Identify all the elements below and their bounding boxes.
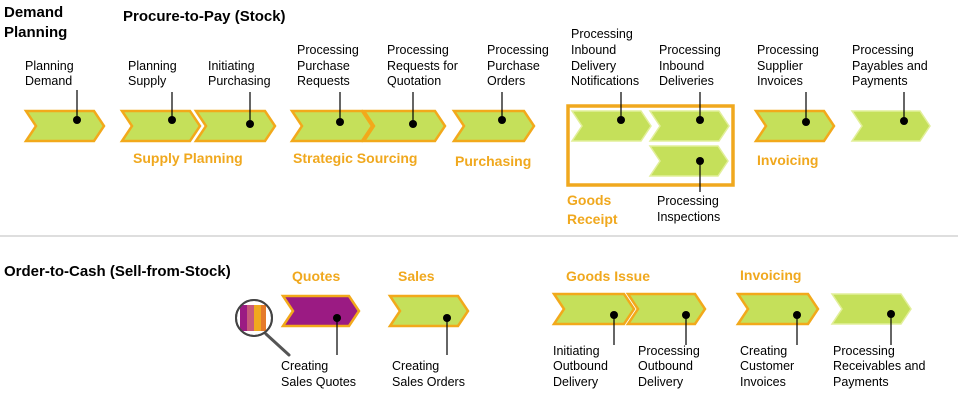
dot-sales-orders [443,314,451,322]
dot-customer-invoices [793,311,801,319]
group-strategic-sourcing: Strategic Sourcing [293,150,417,166]
chevron-processing-rfq[interactable] [361,109,447,143]
group-goods-receipt: Goods Receipt [567,192,618,227]
dot-sales-quotes [333,314,341,322]
procure-to-pay-title: Procure-to-Pay (Stock) [123,8,286,25]
label-inbound-deliveries: Processing Inbound Deliveries [659,43,724,88]
dot-inbound-deliveries [696,116,704,124]
chevron-inbound-delivery-notifications[interactable] [570,110,652,142]
dot-rfq [409,120,417,128]
chevron-inbound-deliveries[interactable] [648,110,730,142]
dot-supplier-invoices [802,118,810,126]
label-processing-outbound-delivery: Processing Outbound Delivery [638,344,703,389]
dot-initiating-outbound [610,311,618,319]
group-quotes: Quotes [292,268,340,284]
demand-planning-title: Demand Planning [4,4,67,41]
chevron-processing-purchase-requests[interactable] [289,109,374,143]
chevron-processing-receivables[interactable] [830,293,912,325]
label-inbound-delivery-notifications: Processing Inbound Delivery Notification… [571,27,639,88]
group-goods-issue: Goods Issue [566,268,650,284]
group-supply-planning: Supply Planning [133,150,243,166]
dot-payables [900,117,908,125]
dot-inspections [696,157,704,165]
chevron-planning-supply[interactable] [119,109,202,143]
dot-purchase-requests [336,118,344,126]
dot-planning-demand [73,116,81,124]
chevron-processing-supplier-invoices[interactable] [753,109,836,143]
label-creating-sales-orders: Creating Sales Orders [392,359,465,389]
label-planning-supply: Planning Supply [128,59,180,88]
label-planning-demand: Planning Demand [25,59,77,88]
chevron-initiating-outbound-delivery[interactable] [551,292,636,326]
label-processing-receivables: Processing Receivables and Payments [833,344,929,389]
label-initiating-purchasing: Initiating Purchasing [208,59,271,88]
dot-initiating-purchasing [246,120,254,128]
group-purchasing: Purchasing [455,153,531,169]
group-invoicing-o2c: Invoicing [740,267,801,283]
label-inspections: Processing Inspections [657,194,722,224]
label-supplier-invoices: Processing Supplier Invoices [757,43,822,88]
order-to-cash-title: Order-to-Cash (Sell-from-Stock) [4,263,231,280]
goods-receipt-box [566,104,735,187]
magnifier-icon [235,299,291,357]
label-creating-sales-quotes: Creating Sales Quotes [281,359,356,389]
chevron-processing-inspections[interactable] [648,145,729,177]
chevron-creating-sales-orders[interactable] [387,294,470,328]
dot-receivables [887,310,895,318]
chevron-planning-demand[interactable] [23,109,106,143]
dot-processing-outbound [682,311,690,319]
dot-purchase-orders [498,116,506,124]
dot-inbound-notifications [617,116,625,124]
label-processing-purchase-orders: Processing Purchase Orders [487,43,552,88]
chevron-processing-payables[interactable] [850,110,931,142]
chevron-initiating-purchasing[interactable] [193,109,277,143]
group-invoicing-p2p: Invoicing [757,152,818,168]
chevron-processing-purchase-orders[interactable] [451,109,536,143]
label-creating-customer-invoices: Creating Customer Invoices [740,344,798,389]
group-sales: Sales [398,268,435,284]
label-processing-rfq: Processing Requests for Quotation [387,43,461,88]
chevron-creating-customer-invoices[interactable] [735,292,820,326]
dot-planning-supply [168,116,176,124]
label-initiating-outbound-delivery: Initiating Outbound Delivery [553,344,611,389]
chevron-creating-sales-quotes[interactable] [280,294,361,328]
chevron-processing-outbound-delivery[interactable] [625,292,707,326]
label-processing-purchase-requests: Processing Purchase Requests [297,43,362,88]
label-payables: Processing Payables and Payments [852,43,931,88]
